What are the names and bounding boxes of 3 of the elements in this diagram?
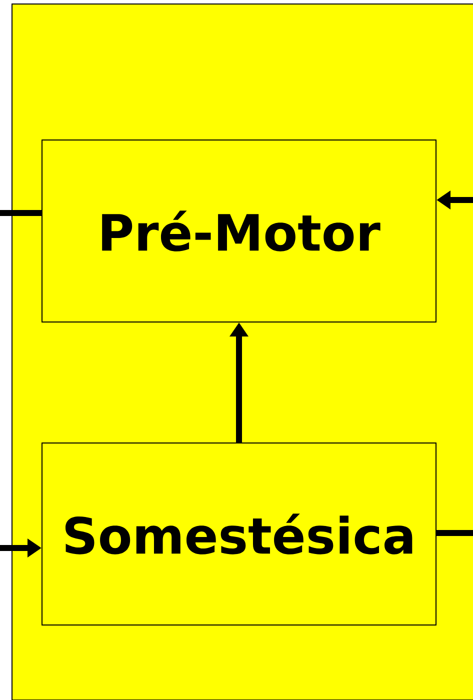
panel-background xyxy=(12,4,473,700)
process-box: Somestésica xyxy=(42,442,436,626)
process-box: Pré-Motor xyxy=(42,140,436,322)
